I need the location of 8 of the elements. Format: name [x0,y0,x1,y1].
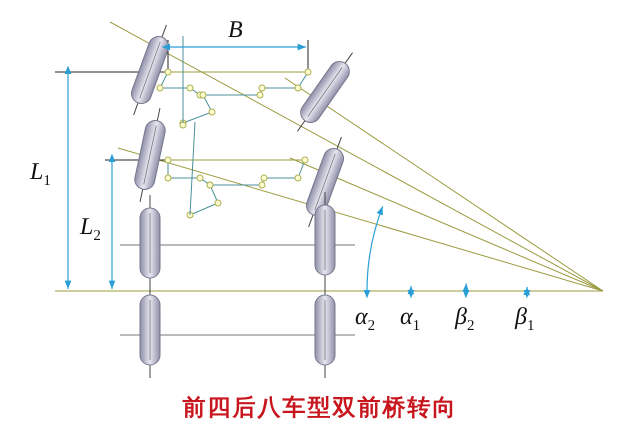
angle-label: α$_{1}$ [400,305,420,334]
dimension-label: L$_{2}$ [80,215,101,244]
caption: 前四后八车型双前桥转向 [182,394,458,423]
dimension-label: B [228,18,243,42]
dimension-label: L$_{1}$ [30,160,51,189]
angle-label: β$_{2}$ [455,305,474,334]
angle-label: α$_{2}$ [355,305,376,334]
angle-label: β$_{1}$ [515,305,534,334]
